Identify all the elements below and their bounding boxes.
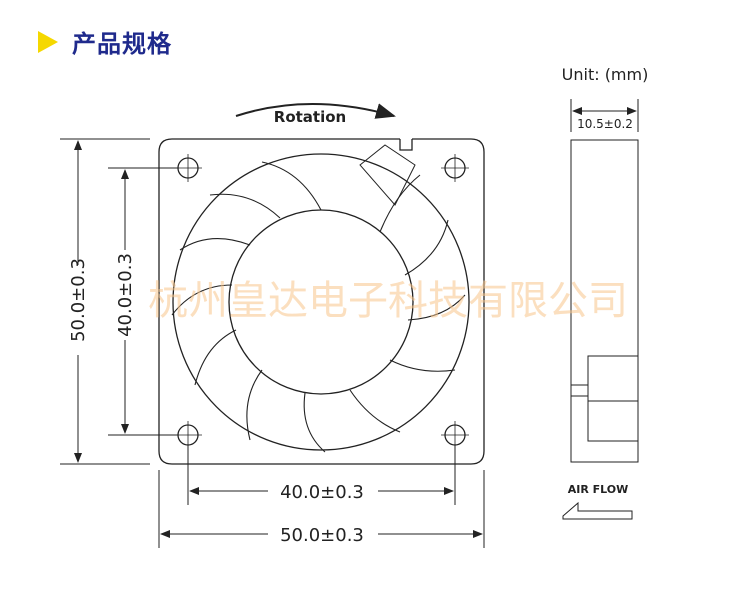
unit-label: Unit: (mm)	[562, 65, 649, 84]
fan-front-view	[158, 138, 485, 465]
dim-height-holes: 40.0±0.3	[115, 253, 136, 337]
rotation-arrow-icon	[235, 103, 396, 119]
fan-side-view	[570, 139, 639, 463]
triangle-bullet-icon	[38, 30, 58, 53]
dim-height-outer: 50.0±0.3	[68, 258, 89, 342]
mount-holes	[174, 154, 469, 449]
watermark: 杭州皇达电子科技有限公司	[148, 278, 628, 324]
section-title: 产品规格	[72, 30, 172, 58]
dim-width-outer: 50.0±0.3	[280, 525, 364, 546]
airflow-label: AIR FLOW	[568, 483, 629, 496]
dim-thickness: 10.5±0.2	[577, 117, 633, 131]
airflow-arrow-icon	[562, 501, 633, 520]
section-header: 产品规格	[38, 24, 172, 59]
rotation-label: Rotation	[274, 108, 346, 126]
dim-width-holes: 40.0±0.3	[280, 482, 364, 503]
fan-blades	[171, 144, 466, 453]
